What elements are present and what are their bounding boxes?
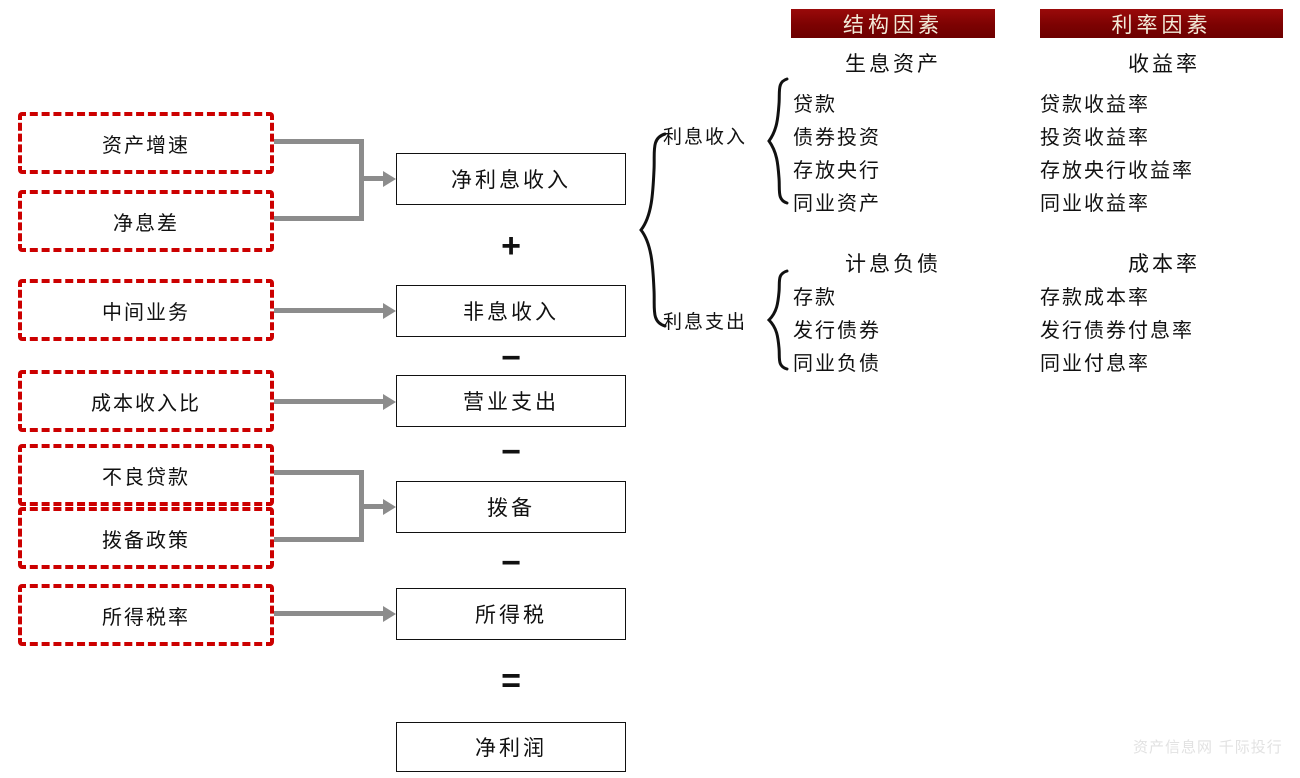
branch-label-interest-income-text: 利息收入 xyxy=(663,127,748,148)
node-label-net-profit: 净利润 xyxy=(475,736,547,760)
driver-box-intermediary[interactable]: 中间业务 xyxy=(18,279,274,341)
connector-cost-income-ratio xyxy=(274,399,391,404)
node-label-net-interest-income: 净利息收入 xyxy=(451,168,571,192)
branch-label-interest-expense: 利息支出 xyxy=(663,307,747,334)
node-label-operating-expense: 营业支出 xyxy=(463,390,559,414)
branch-label-interest-income: 利息收入 xyxy=(663,122,747,149)
driver-box-net-interest-margin[interactable]: 净息差 xyxy=(18,190,274,252)
header-bar-structure-factors-label: 结构因素 xyxy=(843,12,943,37)
cost-rate-item: 同业付息率 xyxy=(1040,353,1150,375)
branch-label-interest-expense-text: 利息支出 xyxy=(663,312,748,333)
connector-group2-stem xyxy=(359,504,391,509)
node-operating-expense[interactable]: 营业支出 xyxy=(396,375,626,427)
structure-title-interest-bearing-liabilities: 计息负债 xyxy=(845,248,941,278)
node-label-income-tax: 所得税 xyxy=(475,603,547,627)
connector-group1-stem xyxy=(359,176,391,181)
cost-rate-item: 发行债券付息率 xyxy=(1040,320,1194,342)
driver-box-provision-policy[interactable]: 拨备政策 xyxy=(18,507,274,569)
operator-plus: + xyxy=(480,228,542,264)
header-bar-structure-factors: 结构因素 xyxy=(791,9,995,38)
header-bar-rate-factors-label: 利率因素 xyxy=(1111,12,1212,37)
connector-intermediary xyxy=(274,308,391,313)
rate-title-yield: 收益率 xyxy=(1128,48,1200,78)
node-non-interest-income[interactable]: 非息收入 xyxy=(396,285,626,337)
yield-rate-item: 贷款收益率 xyxy=(1040,94,1150,116)
node-label-provision: 拨备 xyxy=(487,496,535,520)
brace-interest-bearing-liabilities xyxy=(765,268,791,372)
brace-earning-assets xyxy=(765,76,791,206)
earning-asset-item: 存放央行 xyxy=(793,160,881,182)
interest-bearing-liability-item: 同业负债 xyxy=(793,353,881,375)
operator-equals: = xyxy=(480,660,542,702)
earning-asset-item: 同业资产 xyxy=(793,193,881,215)
driver-label-net-interest-margin: 净息差 xyxy=(113,212,179,235)
arrow-to-net-interest-income xyxy=(383,171,396,187)
watermark: 资产信息网 千际投行 xyxy=(1133,736,1283,757)
node-income-tax[interactable]: 所得税 xyxy=(396,588,626,640)
driver-label-asset-growth: 资产增速 xyxy=(102,134,190,157)
arrow-to-operating-expense xyxy=(383,394,396,410)
operator-minus-1: − xyxy=(480,340,542,376)
structure-title-earning-assets-text: 生息资产 xyxy=(845,52,941,76)
operator-minus-2-symbol: − xyxy=(501,433,521,471)
connector-nim-horizontal xyxy=(274,216,364,221)
driver-box-income-tax-rate[interactable]: 所得税率 xyxy=(18,584,274,646)
structure-title-earning-assets: 生息资产 xyxy=(845,48,941,78)
driver-label-cost-income-ratio: 成本收入比 xyxy=(91,392,201,415)
driver-label-provision-policy: 拨备政策 xyxy=(102,529,190,552)
connector-income-tax-rate xyxy=(274,611,391,616)
watermark-text: 资产信息网 千际投行 xyxy=(1133,738,1283,756)
arrow-to-income-tax xyxy=(383,606,396,622)
brace-net-interest-income-outer xyxy=(635,130,669,330)
earning-asset-item: 贷款 xyxy=(793,94,837,116)
cost-rate-item: 存款成本率 xyxy=(1040,287,1150,309)
driver-label-income-tax-rate: 所得税率 xyxy=(102,606,190,629)
operator-minus-2: − xyxy=(480,434,542,470)
driver-label-intermediary: 中间业务 xyxy=(102,301,190,324)
yield-rate-item: 存放央行收益率 xyxy=(1040,160,1194,182)
connector-provision-policy-horizontal xyxy=(274,537,364,542)
driver-box-cost-income-ratio[interactable]: 成本收入比 xyxy=(18,370,274,432)
node-provision[interactable]: 拨备 xyxy=(396,481,626,533)
rate-title-cost: 成本率 xyxy=(1128,248,1200,278)
operator-minus-1-symbol: − xyxy=(501,339,521,377)
driver-label-npl: 不良贷款 xyxy=(102,466,190,489)
interest-bearing-liability-item: 存款 xyxy=(793,287,837,309)
earning-asset-item: 债券投资 xyxy=(793,127,881,149)
arrow-to-provision xyxy=(383,499,396,515)
node-net-profit[interactable]: 净利润 xyxy=(396,722,626,772)
structure-title-interest-bearing-liabilities-text: 计息负债 xyxy=(845,252,941,276)
node-net-interest-income[interactable]: 净利息收入 xyxy=(396,153,626,205)
interest-bearing-liability-item: 发行债券 xyxy=(793,320,881,342)
node-label-non-interest-income: 非息收入 xyxy=(463,300,559,324)
driver-box-asset-growth[interactable]: 资产增速 xyxy=(18,112,274,174)
operator-equals-symbol: = xyxy=(501,662,521,700)
arrow-to-non-interest-income xyxy=(383,303,396,319)
rate-title-cost-text: 成本率 xyxy=(1128,252,1200,276)
connector-npl-horizontal xyxy=(274,470,364,475)
yield-rate-item: 同业收益率 xyxy=(1040,193,1150,215)
connector-asset-growth-horizontal xyxy=(274,139,364,144)
operator-plus-symbol: + xyxy=(501,227,521,265)
header-bar-rate-factors: 利率因素 xyxy=(1040,9,1283,38)
rate-title-yield-text: 收益率 xyxy=(1128,52,1200,76)
operator-minus-3: − xyxy=(480,545,542,581)
operator-minus-3-symbol: − xyxy=(501,544,521,582)
driver-box-npl[interactable]: 不良贷款 xyxy=(18,444,274,506)
yield-rate-item: 投资收益率 xyxy=(1040,127,1150,149)
